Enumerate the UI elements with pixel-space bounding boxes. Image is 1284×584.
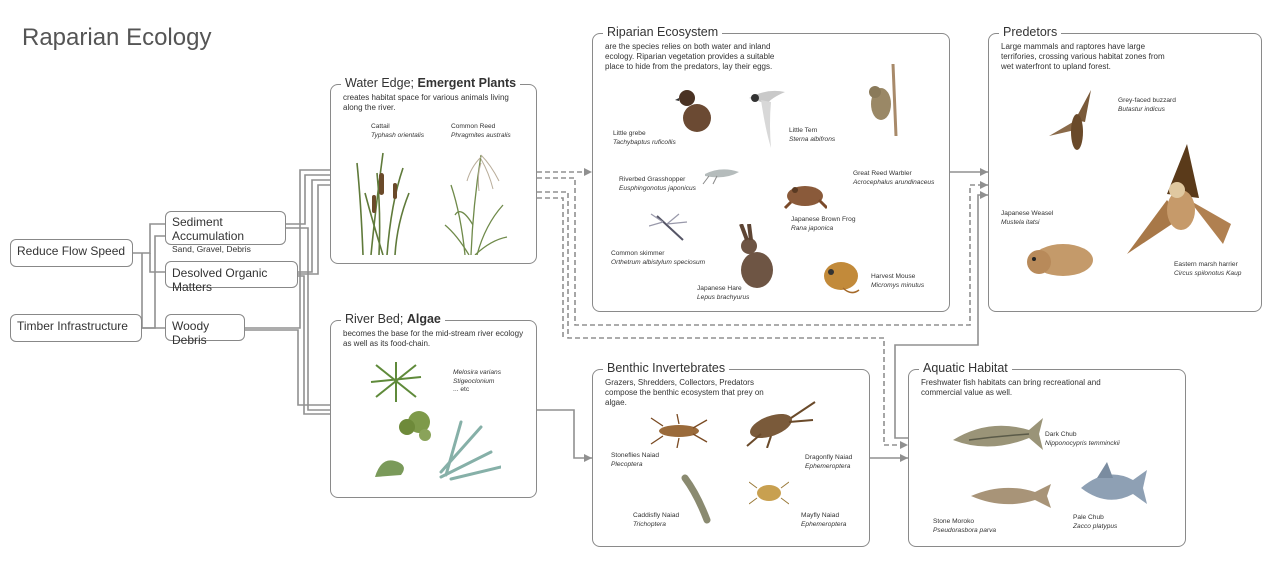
node-label: Woody Debris — [172, 319, 210, 347]
grey-faced-buzzard-image — [1049, 90, 1091, 150]
algae-image — [370, 362, 501, 481]
box-heading: River Bed; Algae — [341, 312, 445, 326]
eastern-marsh-harrier-image — [1127, 144, 1231, 254]
harvest-mouse-image — [824, 262, 860, 294]
timber-infrastructure-node[interactable]: Timber Infrastructure — [10, 314, 142, 342]
box-heading: Benthic Invertebrates — [603, 361, 730, 375]
riparian-ecosystem-box[interactable]: Riparian Ecosystem are the species relie… — [592, 25, 950, 312]
water-edge-box[interactable]: Water Edge; Emergent Plants creates habi… — [330, 76, 537, 264]
box-heading: Riparian Ecosystem — [603, 25, 723, 39]
common-reed-image — [444, 154, 508, 255]
little-tern-image — [749, 90, 785, 148]
dark-chub-image — [953, 418, 1043, 450]
box-description: are the species relies on both water and… — [605, 42, 775, 71]
box-heading: Water Edge; Emergent Plants — [341, 76, 521, 90]
mayfly-naiad-image — [749, 481, 789, 505]
japanese-brown-frog-image — [783, 186, 827, 210]
node-sublabel: Sand, Gravel, Debris — [172, 244, 251, 254]
node-label: Reduce Flow Speed — [17, 244, 126, 258]
box-description: creates habitat space for various animal… — [343, 93, 509, 112]
little-grebe-image — [675, 90, 711, 132]
common-skimmer-image — [649, 213, 688, 241]
pale-chub-image — [1081, 462, 1147, 504]
great-reed-warbler-image — [869, 64, 898, 136]
reduce-flow-speed-node[interactable]: Reduce Flow Speed — [10, 239, 133, 267]
river-bed-box[interactable]: River Bed; Algae becomes the base for th… — [330, 312, 537, 498]
stoneflies-naiad-image — [650, 414, 708, 448]
aquatic-habitat-box[interactable]: Aquatic Habitat Freshwater fish habitats… — [908, 361, 1186, 547]
box-heading: Aquatic Habitat — [919, 361, 1012, 375]
box-description: becomes the base for the mid-stream rive… — [343, 329, 524, 348]
desolved-organic-matters-node[interactable]: Desolved Organic Matters — [165, 261, 298, 294]
box-description: Large mammals and raptores have large te… — [1001, 42, 1165, 71]
woody-debris-node[interactable]: Woody Debris — [165, 314, 245, 347]
benthic-invertebrates-box[interactable]: Benthic Invertebrates Grazers, Shredders… — [592, 361, 870, 547]
dragonfly-naiad-image — [746, 401, 816, 448]
riverbed-grasshopper-image — [702, 169, 739, 185]
node-label: Sediment Accumulation — [172, 215, 245, 243]
sediment-accumulation-node[interactable]: Sediment Accumulation Sand, Gravel, Debr… — [165, 211, 286, 254]
node-label: Desolved Organic Matters — [172, 266, 268, 294]
predators-box[interactable]: Predetors Large mammals and raptores hav… — [988, 25, 1262, 312]
japanese-weasel-image — [1027, 244, 1093, 276]
page-title: Raparian Ecology — [22, 24, 212, 51]
box-description: Freshwater fish habitats can bring recre… — [921, 378, 1101, 397]
box-description: Grazers, Shredders, Collectors, Predator… — [605, 378, 764, 407]
caddisfly-naiad-image — [681, 474, 711, 524]
cattail-image — [356, 152, 410, 255]
japanese-hare-image — [739, 224, 773, 288]
node-label: Timber Infrastructure — [17, 319, 128, 333]
box-heading: Predetors — [999, 25, 1062, 39]
stone-moroko-image — [971, 484, 1051, 508]
